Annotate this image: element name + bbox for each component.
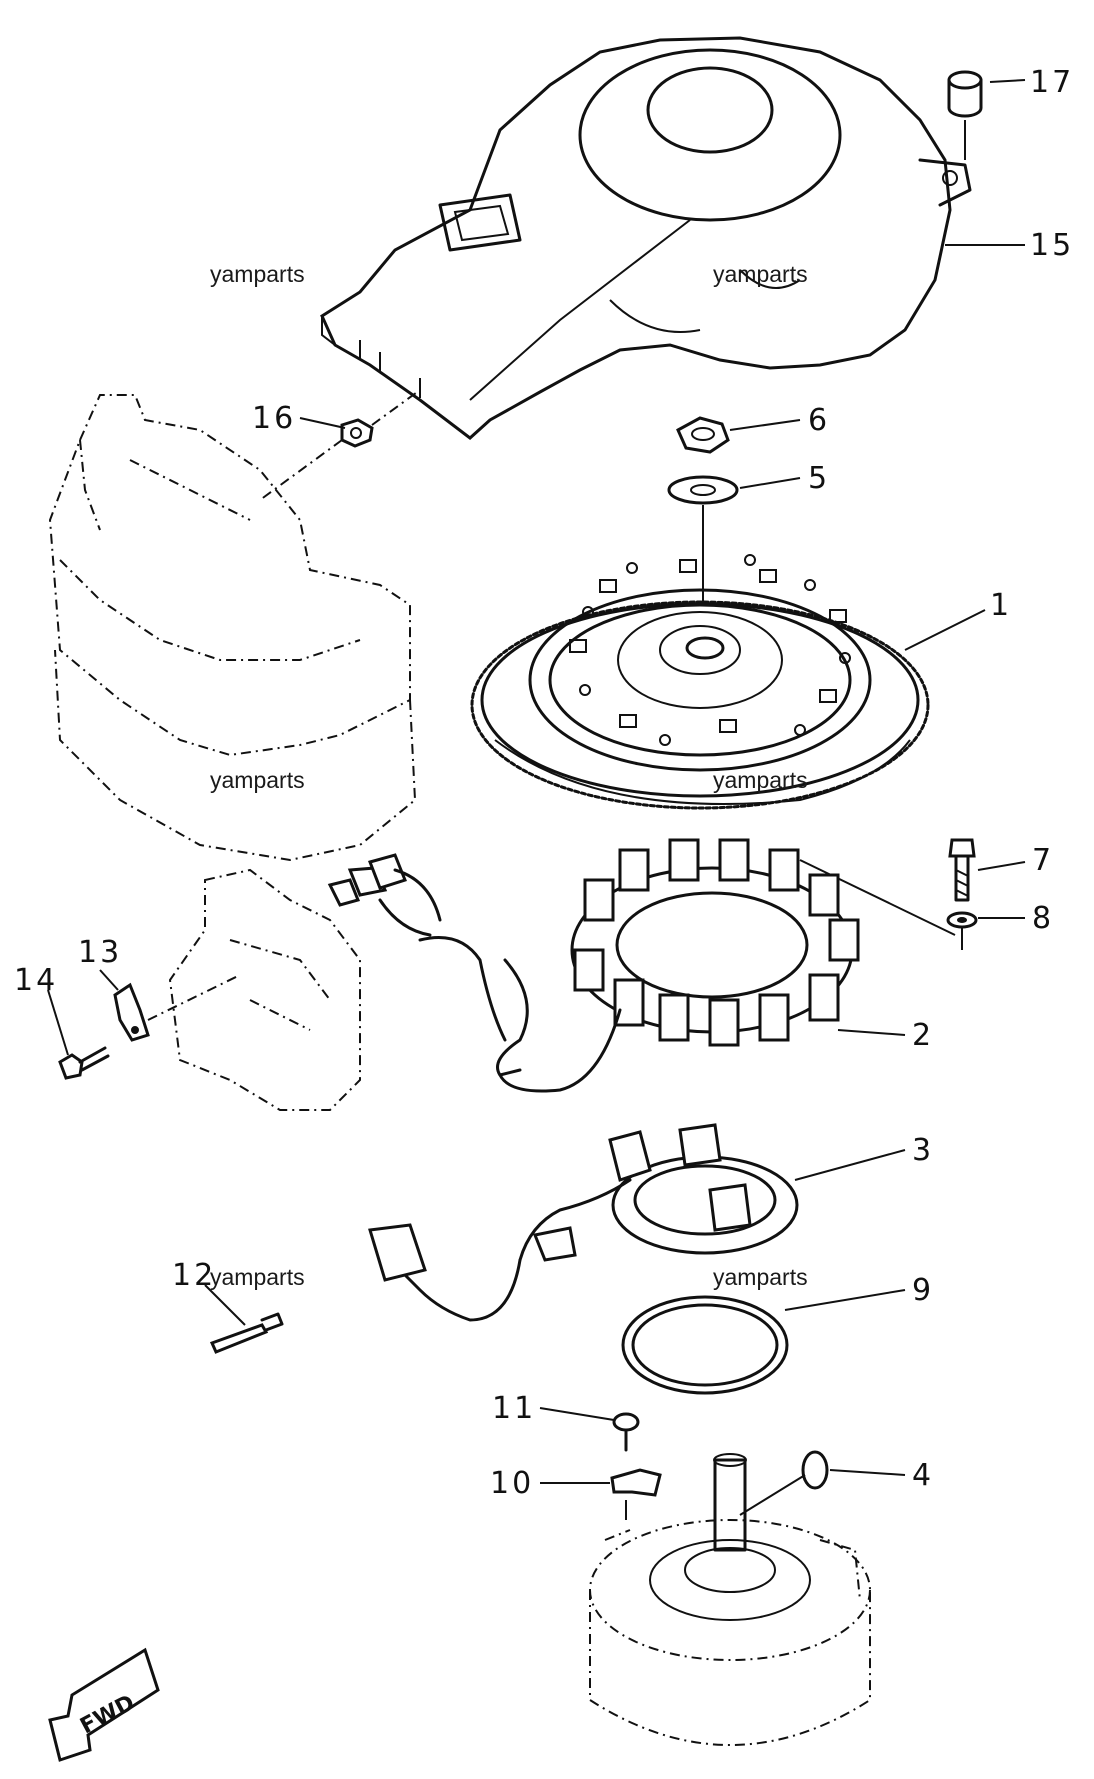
callout-13: 13 [78, 935, 122, 970]
callout-leaders [47, 79, 1026, 1484]
watermark-text: yamparts [210, 1264, 305, 1290]
callout-10: 10 [490, 1466, 534, 1501]
nut-16-part [259, 389, 421, 501]
callout-6: 6 [808, 403, 830, 438]
callout-7: 7 [1032, 843, 1054, 878]
plate-12-part [204, 1284, 284, 1354]
cap-4-part [739, 1450, 829, 1516]
callout-15: 15 [1030, 228, 1074, 263]
pulser-coil-part [368, 1123, 799, 1322]
callout-5: 5 [808, 461, 830, 496]
callout-14: 14 [14, 963, 58, 998]
bracket-13-part [113, 974, 241, 1042]
callout-1: 1 [990, 588, 1012, 623]
bolt-14-part [58, 1046, 110, 1080]
grommet-part [947, 70, 983, 160]
watermark-text: yamparts [713, 261, 808, 287]
watermark-text: yamparts [210, 261, 305, 287]
retainer-ring-part [621, 1295, 789, 1395]
washer-5-part [667, 475, 739, 640]
forward-direction-arrow: FWD [48, 1647, 160, 1762]
callout-11: 11 [492, 1391, 536, 1426]
callout-9: 9 [912, 1273, 934, 1308]
callout-17: 17 [1030, 65, 1074, 100]
callout-12: 12 [172, 1258, 216, 1293]
callout-4: 4 [912, 1458, 934, 1493]
washer-8-part [799, 859, 978, 950]
flywheel-cover-part [320, 36, 972, 440]
callout-8: 8 [1032, 901, 1054, 936]
bolt-7-part [948, 838, 976, 902]
watermark-text: yamparts [210, 767, 305, 793]
clamp-10-part [610, 1468, 662, 1520]
callout-3: 3 [912, 1133, 934, 1168]
stator-part [327, 838, 860, 1093]
flywheel-nut-part [676, 416, 730, 454]
callout-2: 2 [912, 1018, 934, 1053]
engine-block-outline [48, 394, 417, 1111]
callout-labels: 17 15 16 6 5 1 7 8 2 3 9 11 10 4 13 14 1… [14, 65, 1074, 1501]
flywheel-part [470, 554, 930, 810]
watermarks: yamparts yamparts yamparts yamparts yamp… [210, 261, 808, 1290]
screw-11-part [612, 1412, 640, 1452]
callout-16: 16 [252, 401, 296, 436]
watermark-text: yamparts [713, 1264, 808, 1290]
watermark-text: yamparts [713, 767, 808, 793]
crankcase-outline [589, 1453, 871, 1746]
